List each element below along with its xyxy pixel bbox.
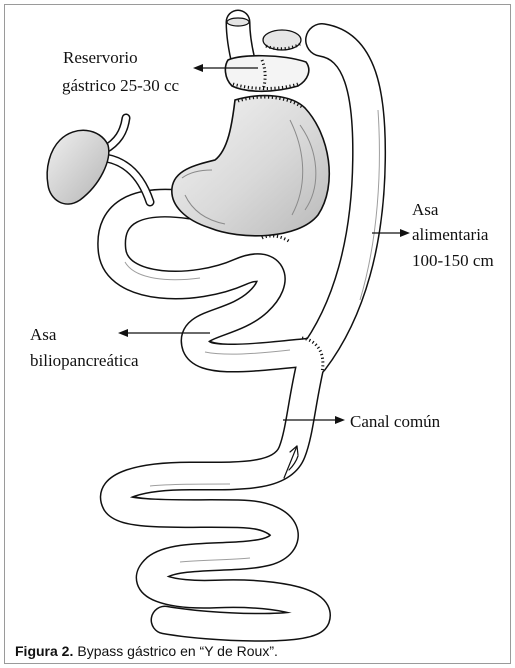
gallbladder xyxy=(47,130,109,204)
bile-ducts xyxy=(104,118,150,202)
caption-text: Bypass gástrico en “Y de Roux”. xyxy=(77,643,278,659)
alimentary-label-line1: Asa xyxy=(412,200,439,219)
reservoir-arrowhead xyxy=(193,64,203,72)
biliopancreatic-arrowhead xyxy=(118,329,128,337)
common-channel-arrowhead xyxy=(335,416,345,424)
alimentary-label-line3: 100-150 cm xyxy=(412,251,494,270)
stapled-remnant-cap xyxy=(263,30,301,50)
remnant-stomach xyxy=(172,96,329,236)
label-alimentary-limb: Asa alimentaria 100-150 cm xyxy=(372,200,494,270)
reservoir-label-line1: Reservorio xyxy=(63,48,138,67)
biliopancreatic-label-line2: biliopancreática xyxy=(30,351,139,370)
biliopancreatic-staples xyxy=(262,236,290,242)
reservoir-label-line2: gástrico 25-30 cc xyxy=(62,76,180,95)
alimentary-label-line2: alimentaria xyxy=(412,225,489,244)
gastric-pouch xyxy=(225,56,308,92)
figure-caption: Figura 2.Bypass gástrico en “Y de Roux”. xyxy=(15,643,278,659)
common-channel-label: Canal común xyxy=(350,412,441,431)
alimentary-arrowhead xyxy=(400,229,410,237)
biliopancreatic-label-line1: Asa xyxy=(30,325,57,344)
common-channel xyxy=(114,358,316,627)
anatomy-illustration xyxy=(47,18,379,627)
caption-label: Figura 2. xyxy=(15,643,73,659)
